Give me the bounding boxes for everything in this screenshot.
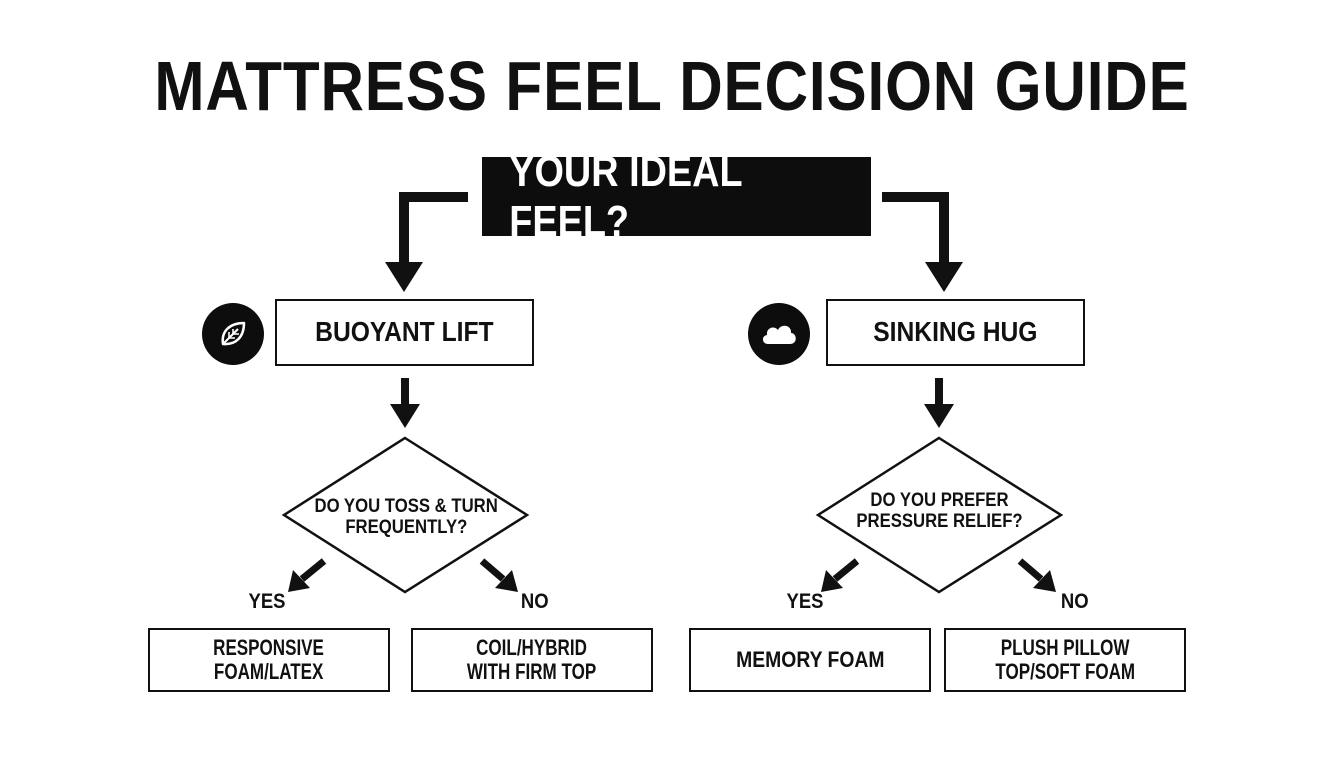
root-question: YOUR IDEAL FEEL? [482,147,871,246]
cloud-icon [748,303,810,365]
result-line: WITH FIRM TOP [467,659,597,684]
result-line: COIL/HYBRID [476,634,588,660]
decision-diamond-left [281,436,530,594]
result-plush-pillow-top-label: PLUSH PILLOW TOP/SOFT FOAM [986,634,1145,684]
answer-yes-right-label: YES [786,590,824,613]
branch-buoyant-lift: BUOYANT LIFT [275,299,534,366]
result-line: FOAM/LATEX [214,659,324,684]
arrowhead-right-diamond [924,404,954,428]
result-line: PLUSH PILLOW [1000,634,1130,660]
answer-no-left-label: NO [520,590,549,613]
result-memory-foam: MEMORY FOAM [689,628,931,692]
branch-sinking-hug-label: SINKING HUG [873,316,1038,348]
result-coil-hybrid: COIL/HYBRID WITH FIRM TOP [411,628,653,692]
answer-no-left: NO [519,590,551,614]
arrowhead-left-diamond [390,404,420,428]
arrowhead-left-no [495,570,518,592]
connector-left-no [479,558,506,582]
connector-right-yes [832,558,860,582]
question-pressure-relief-line2: PRESSURE RELIEF? [855,511,1023,533]
result-responsive-foam-latex: RESPONSIVE FOAM/LATEX [148,628,390,692]
result-coil-hybrid-label: COIL/HYBRID WITH FIRM TOP [459,634,606,684]
page-title: MATTRESS FEEL DECISION GUIDE [154,47,1190,125]
decision-diamond-right [815,436,1064,594]
result-plush-pillow-top: PLUSH PILLOW TOP/SOFT FOAM [944,628,1186,692]
result-memory-foam-label: MEMORY FOAM [735,646,885,672]
result-line: TOP/SOFT FOAM [995,659,1135,684]
arrowhead-root-left [385,262,423,292]
question-pressure-relief: DO YOU PREFER PRESSURE RELIEF? [829,490,1049,533]
answer-yes-left: YES [246,590,288,614]
branch-buoyant-lift-label: BUOYANT LIFT [315,316,494,348]
arrowhead-right-yes [821,570,843,592]
leaf-icon [202,303,264,365]
result-line: RESPONSIVE [213,634,325,660]
answer-no-right: NO [1059,590,1091,614]
branch-sinking-hug: SINKING HUG [826,299,1085,366]
connector-root-left [399,192,468,262]
answer-yes-left-label: YES [248,590,286,613]
question-toss-turn-line1: DO YOU TOSS & TURN [314,496,498,517]
connector-left-yes [299,558,327,582]
root-question-label: YOUR IDEAL FEEL? [509,146,742,246]
answer-yes-right: YES [784,590,826,614]
question-toss-turn-line2: FREQUENTLY? [344,517,467,539]
connector-root-right [882,192,949,262]
answer-no-right-label: NO [1060,590,1089,613]
arrowhead-right-no [1033,570,1056,592]
result-responsive-foam-latex-label: RESPONSIVE FOAM/LATEX [206,634,332,684]
arrowhead-root-right [925,262,963,292]
question-pressure-relief-line1: DO YOU PREFER [869,490,1009,511]
arrowhead-left-yes [288,570,310,592]
connector-right-no [1017,558,1044,582]
question-toss-turn: DO YOU TOSS & TURN FREQUENTLY? [296,496,516,539]
